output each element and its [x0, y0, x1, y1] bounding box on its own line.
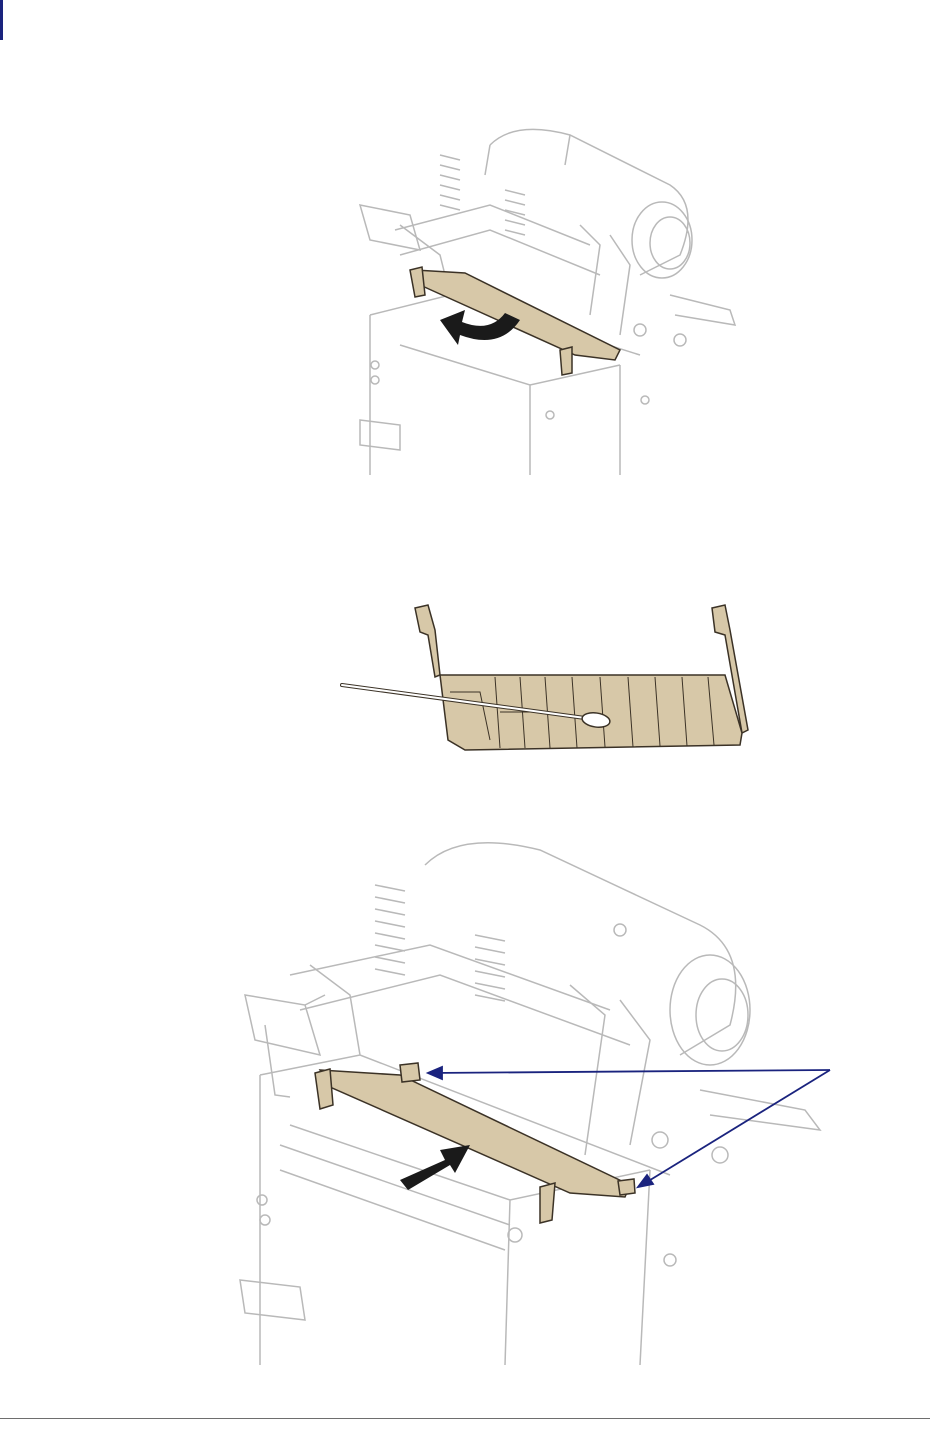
guide-tab-right [618, 1179, 635, 1195]
footer-rule [0, 1418, 930, 1419]
printer-illustration-1 [340, 115, 750, 480]
guide-tab-left [400, 1063, 420, 1082]
figure-clean-guide [340, 600, 770, 790]
media-guide-detached [415, 605, 748, 750]
page-edge-marker [0, 0, 3, 40]
figure-remove-guide [340, 115, 750, 480]
printer-illustration-2 [230, 825, 840, 1370]
media-guide-illustration [340, 600, 770, 790]
figure-install-guide [230, 825, 840, 1370]
printer-mechanism-outline [360, 129, 735, 475]
curved-pull-out-arrow [440, 310, 520, 345]
